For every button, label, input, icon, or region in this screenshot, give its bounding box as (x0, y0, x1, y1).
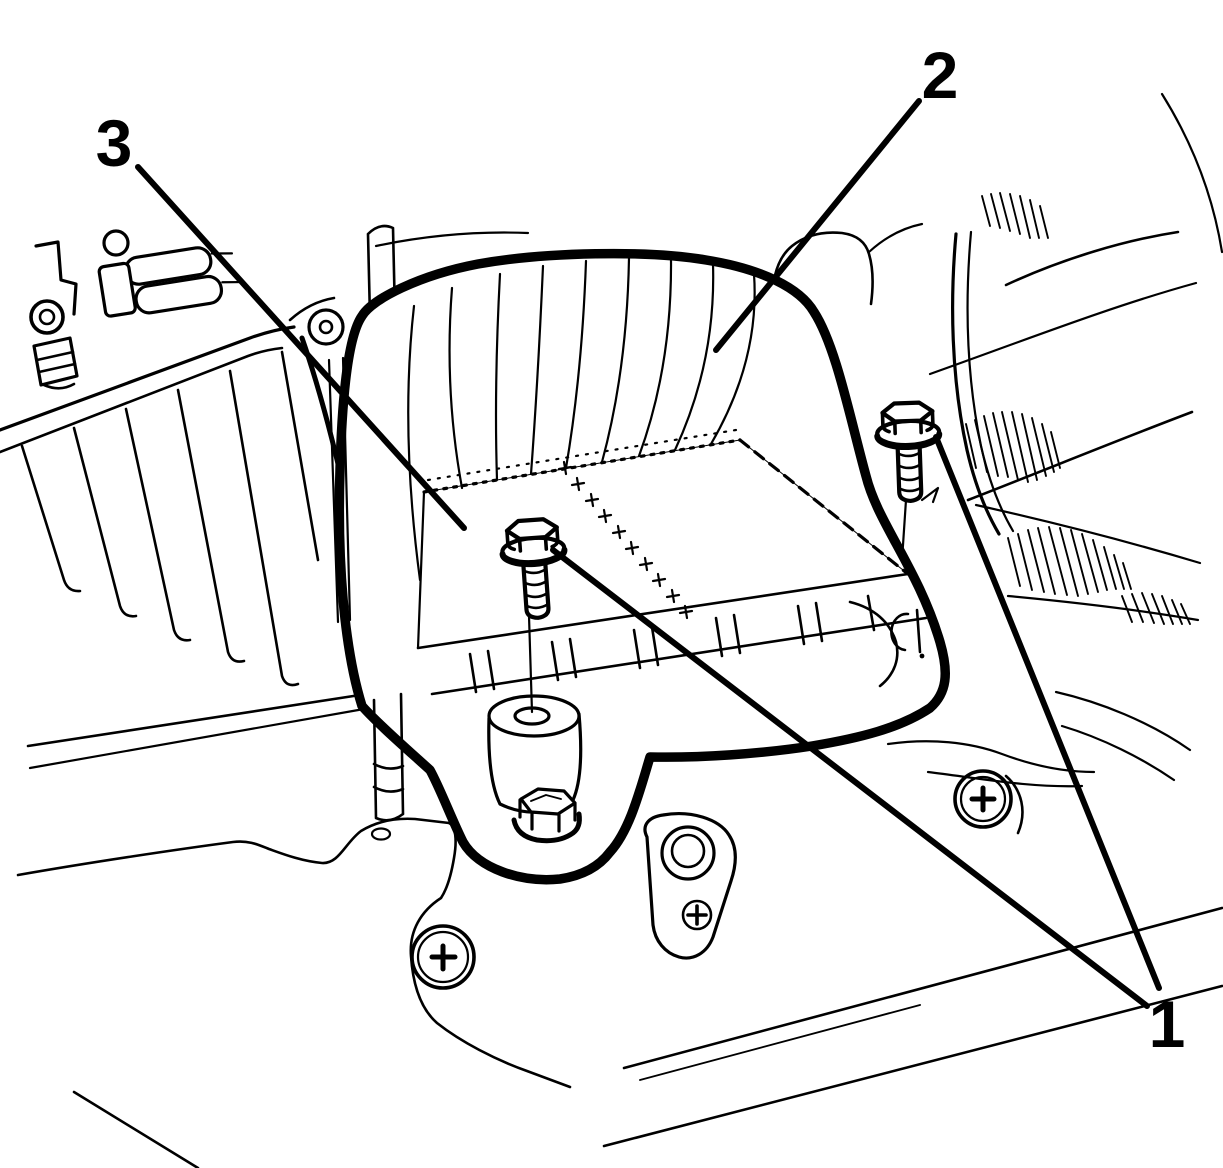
module-cover-ribs (407, 256, 756, 582)
harness-curves (886, 690, 1192, 788)
bracket-slot-hole (370, 827, 392, 841)
duct-hatching (1121, 592, 1191, 625)
harness-bracket-and-fitting (29, 240, 79, 390)
duct-hatching (965, 411, 1061, 483)
panel-edge-line-inner (0, 346, 284, 454)
support-rail-line (26, 693, 362, 748)
callout-label-1: 1 (1149, 987, 1186, 1061)
rear-mounting-bolt (876, 402, 941, 562)
phillips-screw-icon (410, 924, 476, 990)
upper-background-parts (366, 222, 924, 320)
panel-ribs (20, 350, 320, 687)
duct-hatching (1007, 526, 1132, 597)
unpopulated-pin-column (557, 460, 694, 620)
floor-edge-line (602, 984, 1223, 1148)
leader-line-1a (550, 547, 1150, 1009)
duct-hatching (981, 192, 1049, 239)
guide-rods (327, 356, 359, 702)
control-module (288, 248, 950, 885)
air-intake-duct (928, 92, 1223, 625)
floor-edge-line (622, 906, 1223, 1070)
leader-line-2 (713, 98, 922, 353)
flange-nut-icon (511, 787, 582, 844)
module-skirt (430, 594, 928, 696)
bolt-axis-line (900, 498, 908, 562)
callout-label-3: 3 (96, 106, 133, 180)
panel-edge-line (0, 325, 296, 432)
hinge-eyelet (307, 308, 345, 346)
connector-pin-grid (416, 428, 910, 650)
module-cover-outline (334, 248, 950, 885)
corner-edge-line (72, 1090, 200, 1168)
wiring-connector-icon (97, 246, 244, 318)
bolt-axis-line (527, 614, 534, 714)
panel-hole (102, 229, 130, 257)
left-engine-cover-panel (0, 229, 320, 687)
bracket-edge (16, 817, 572, 1089)
leader-line-1b (933, 434, 1162, 991)
hinge-eyelet-hole (318, 319, 334, 335)
standoff-post (372, 692, 405, 822)
callouts: 3 2 1 (96, 38, 1186, 1061)
phillips-screw-icon (953, 769, 1024, 835)
upper-panel-line (374, 231, 530, 248)
lower-support-panels (16, 690, 1223, 1168)
floor-edge-line-thin (639, 1004, 921, 1081)
alignment-tick (920, 486, 940, 504)
support-rail-line-inner (28, 707, 366, 770)
bump-link-curve (867, 222, 924, 254)
drain-mark (890, 608, 922, 654)
callout-label-2: 2 (922, 38, 959, 112)
leader-line-3 (135, 164, 467, 531)
mount-bump (770, 231, 874, 306)
stud-bracket (643, 812, 737, 960)
